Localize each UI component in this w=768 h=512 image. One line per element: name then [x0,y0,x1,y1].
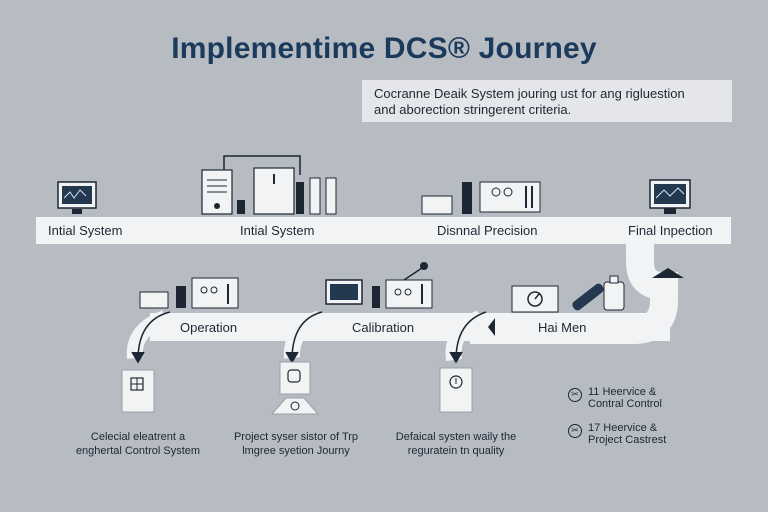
scissors-icon: ✂ [568,424,582,438]
caption-1: Celecial eleatrent a enghertal Control S… [75,431,201,457]
callout-line-1: Cocranne Deaik System jouring ust for an… [374,86,685,101]
up-arrow-icon [652,268,684,278]
merge-arrow-icon [488,318,495,336]
legend-item-1: ✂ 11 Heervice & Contral Control [568,386,662,410]
callout-line-2: and aborection stringerent criteria. [374,102,572,117]
stage-label-hai-men: Hai Men [538,320,587,335]
description-callout: Cocranne Deaik System jouring ust for an… [362,80,732,122]
workstation-icon [325,262,433,309]
caption-3: Defaical systen waily the reguratein tn … [395,431,517,457]
monitor-icon-2 [649,179,691,214]
top-band [36,217,731,244]
document-icon-1 [121,369,155,413]
stage-label-operation: Operation [180,320,238,335]
legend-item-2: ✂ 17 Heervice & Project Castrest [568,422,666,446]
stage-label-4: Final Inpection [628,223,713,238]
control-cabinet-icon [201,155,337,215]
arrow-icon [131,311,487,364]
caption-2: Project syser sistor of Trp lmgree syeti… [233,431,359,457]
document-icon-2 [270,361,320,415]
stage-label-2: Intial System [240,223,315,238]
tool-icon [572,283,604,311]
document-icon-3 [439,367,473,413]
gauge-icon [511,285,559,313]
stage-label-3: Disnnal Precision [437,223,538,238]
bottle-icon [603,275,625,311]
monitor-icon-1 [57,181,97,214]
instrument-panel-icon-2 [139,277,239,309]
scissors-icon: ✂ [568,388,582,402]
diagram-title: Implementime DCS® Journey [171,32,597,65]
stage-label-calibration: Calibration [352,320,415,335]
stage-label-1: Intial System [48,223,123,238]
instrument-panel-icon-1 [421,181,541,215]
